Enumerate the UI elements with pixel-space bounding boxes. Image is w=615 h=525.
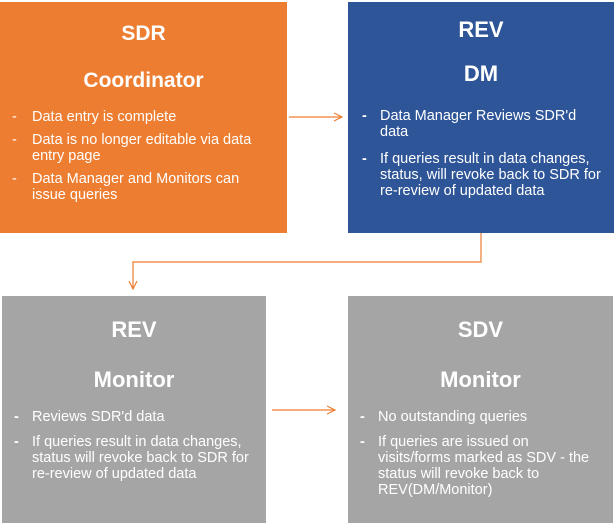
list-item-text: Reviews SDR'd data [32, 409, 165, 425]
rev-monitor-title-line1: REV [111, 317, 157, 342]
rev-dm-title-line1: REV [458, 17, 504, 42]
list-item-text: Data entry is complete [32, 109, 177, 125]
list-item-text: No outstanding queries [378, 409, 528, 425]
list-item: -Reviews SDR'd data [14, 409, 258, 425]
rev-monitor-title-line2: Monitor [93, 367, 175, 392]
sdr-title-line1: SDR [121, 22, 166, 45]
list-item-text: Data is no longer editable via data entr… [32, 132, 252, 164]
list-item: -If queries result in data changes, stat… [14, 434, 258, 482]
sdv-monitor-title-line2: Monitor [440, 367, 521, 392]
list-item-text: If queries result in data changes, statu… [380, 151, 601, 199]
list-item-text: If queries result in data changes, statu… [32, 434, 249, 482]
arrow-rev-dm-to-rev-monitor [133, 233, 482, 289]
list-item: -Data entry is complete [12, 109, 277, 125]
list-item-text: Data Manager Reviews SDR'd data [380, 108, 577, 140]
bullet-dash: - [360, 434, 365, 450]
list-item: -Data Manager Reviews SDR'd data [362, 108, 606, 140]
sdv-monitor-box: SDV Monitor -No outstanding queries -If … [348, 296, 613, 523]
list-item-text: If queries are issued on visits/forms ma… [378, 434, 590, 498]
bullet-dash: - [362, 151, 367, 167]
sdr-title-line2: Coordinator [83, 69, 204, 92]
list-item-text: Data Manager and Monitors can issue quer… [32, 171, 240, 203]
list-item: -If queries are issued on visits/forms m… [360, 434, 605, 498]
rev-dm-box: REV DM -Data Manager Reviews SDR'd data … [348, 2, 614, 233]
sdr-coordinator-box: SDR Coordinator -Data entry is complete … [0, 2, 287, 233]
bullet-dash: - [360, 409, 365, 425]
bullet-dash: - [362, 108, 367, 124]
rev-monitor-box: REV Monitor -Reviews SDR'd data -If quer… [2, 296, 266, 523]
list-item: -No outstanding queries [360, 409, 605, 425]
rev-monitor-item-list: -Reviews SDR'd data -If queries result i… [2, 396, 266, 482]
bullet-dash: - [14, 409, 19, 425]
list-item: -Data Manager and Monitors can issue que… [12, 171, 277, 203]
bullet-dash: - [12, 109, 17, 125]
bullet-dash: - [14, 434, 19, 450]
rev-dm-item-list: -Data Manager Reviews SDR'd data -If que… [348, 90, 614, 199]
sdv-monitor-item-list: -No outstanding queries -If queries are … [348, 396, 613, 498]
rev-dm-title-line2: DM [463, 61, 499, 86]
sdv-monitor-title-line1: SDV [457, 317, 504, 342]
sdr-item-list: -Data entry is complete -Data is no long… [0, 96, 287, 203]
list-item: -Data is no longer editable via data ent… [12, 132, 277, 164]
bullet-dash: - [12, 171, 17, 187]
list-item: -If queries result in data changes, stat… [362, 151, 606, 199]
bullet-dash: - [12, 132, 17, 148]
